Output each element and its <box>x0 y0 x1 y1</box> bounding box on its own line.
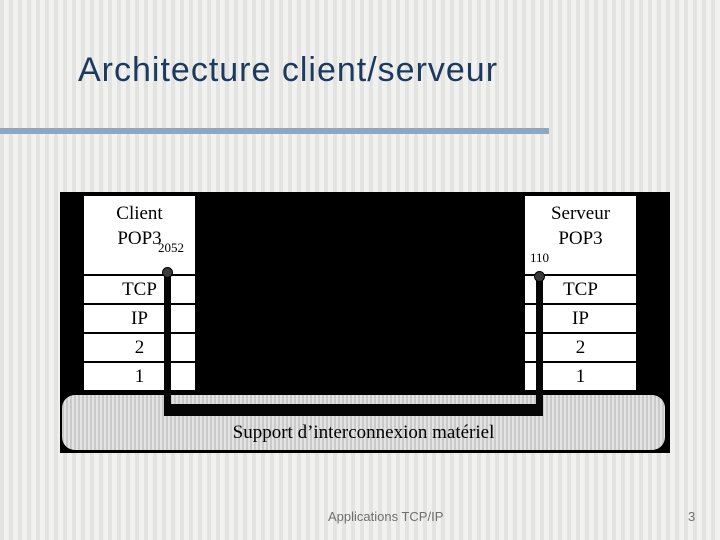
slide-title: Architecture client/serveur <box>78 51 499 89</box>
page-number: 3 <box>688 509 696 524</box>
server-layer-physical: 1 <box>525 361 636 390</box>
client-protocol-stack: Client POP3 TCP IP 2 1 <box>82 194 197 392</box>
server-port-dot-icon <box>534 271 545 282</box>
connection-line-horizontal <box>164 404 543 416</box>
client-port-label: 2052 <box>158 240 184 255</box>
server-port-label: 110 <box>530 250 550 265</box>
client-port-dot-icon <box>162 267 173 278</box>
client-app-box: Client POP3 <box>84 196 195 274</box>
server-app-name-line2: POP3 <box>558 228 603 249</box>
client-layer-physical: 1 <box>84 361 195 390</box>
client-app-name-line2: POP3 <box>117 228 162 249</box>
client-layer-datalink: 2 <box>84 332 195 361</box>
server-layer-ip: IP <box>525 303 636 332</box>
client-layer-ip: IP <box>84 303 195 332</box>
client-app-name-line1: Client <box>116 203 163 224</box>
server-layer-tcp: TCP <box>525 274 636 303</box>
server-app-name-line1: Serveur <box>550 203 611 224</box>
server-app-box: Serveur POP3 <box>525 196 636 274</box>
connection-line-client-vertical <box>164 272 171 416</box>
client-server-diagram: Client POP3 TCP IP 2 1 Serveur POP3 TCP … <box>60 192 670 453</box>
connection-line-server-vertical <box>536 276 543 416</box>
hardware-support-label: Support d’interconnexion matériel <box>232 422 495 443</box>
server-layer-datalink: 2 <box>525 332 636 361</box>
client-layer-tcp: TCP <box>84 274 195 303</box>
footer-label: Applications TCP/IP <box>328 509 444 524</box>
title-divider-line <box>0 128 549 134</box>
